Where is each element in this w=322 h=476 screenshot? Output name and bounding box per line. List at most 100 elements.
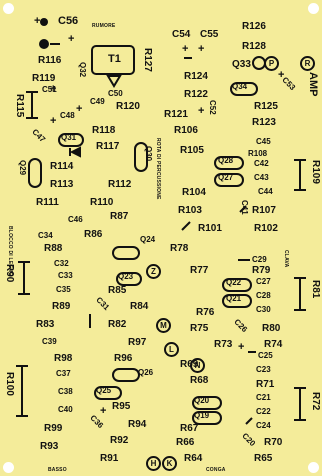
plus-mark: + xyxy=(76,103,83,115)
label-r125: R125 xyxy=(254,101,278,112)
label-c30: C30 xyxy=(256,305,271,314)
label-q23: Q23 xyxy=(118,272,134,281)
mounting-hole xyxy=(3,3,14,14)
label-r87: R87 xyxy=(110,211,129,222)
label-r124: R124 xyxy=(184,71,208,82)
label-c42: C42 xyxy=(254,159,269,168)
transistor-q24 xyxy=(112,246,140,260)
label-r73: R73 xyxy=(214,339,233,350)
plus-mark: + xyxy=(238,341,245,353)
circle-mark-p: P xyxy=(264,56,279,71)
label-c32: C32 xyxy=(54,259,69,268)
plus-mark: + xyxy=(182,43,189,55)
transistor-q20 xyxy=(192,396,222,410)
label-clava: CLAVA xyxy=(283,250,289,268)
plus-mark: + xyxy=(278,69,285,81)
plus-mark: + xyxy=(198,105,205,117)
label-r64: R64 xyxy=(184,453,203,464)
label-c25: C25 xyxy=(258,351,273,360)
plus-mark: + xyxy=(50,83,57,95)
label-c48: C48 xyxy=(60,111,75,120)
mounting-hole xyxy=(3,462,14,473)
label-c37: C37 xyxy=(56,369,71,378)
label-r94: R94 xyxy=(128,419,147,430)
transistor-q23 xyxy=(116,272,142,286)
label-r95: R95 xyxy=(112,401,131,412)
label-r107: R107 xyxy=(252,205,276,216)
label-r115: R115 xyxy=(14,94,25,118)
label-q31: Q31 xyxy=(61,133,77,142)
label-q29: Q29 xyxy=(18,160,27,176)
label-r122: R122 xyxy=(184,89,208,100)
label-q28: Q28 xyxy=(218,156,234,165)
label-c49: C49 xyxy=(90,97,105,106)
label-r71: R71 xyxy=(256,379,275,390)
label-r74: R74 xyxy=(264,339,283,350)
label-r70: R70 xyxy=(264,437,283,448)
label-c56: C56 xyxy=(58,15,79,27)
label-r102: R102 xyxy=(254,223,278,234)
label-r84: R84 xyxy=(130,301,149,312)
mounting-hole xyxy=(308,462,319,473)
label-r90: R90 xyxy=(4,264,15,283)
label-r93: R93 xyxy=(40,441,59,452)
label-c41: C41 xyxy=(240,200,249,215)
label-r88: R88 xyxy=(44,243,63,254)
label-c45: C45 xyxy=(256,137,271,146)
label-rota-di-percussione: ROTA DI PERCUSSIONE xyxy=(155,138,161,200)
transistor-q30 xyxy=(134,142,148,172)
circle-mark-z: Z xyxy=(146,264,161,279)
label-q27: Q27 xyxy=(218,173,234,182)
label-r66: R66 xyxy=(176,437,195,448)
transistor-q27 xyxy=(214,173,244,187)
label-c40: C40 xyxy=(58,405,73,414)
label-r116: R116 xyxy=(38,55,62,66)
circle-mark-m: M xyxy=(156,318,171,333)
transistor-q21 xyxy=(222,294,252,308)
label-amp: AMP xyxy=(307,72,319,97)
plus-mark: + xyxy=(34,15,41,27)
label-r109: R109 xyxy=(310,160,321,184)
label-q24: Q24 xyxy=(140,235,156,244)
label-r128: R128 xyxy=(242,41,266,52)
label-q25: Q25 xyxy=(96,386,112,395)
circle-mark-k: K xyxy=(162,456,177,471)
label-r108: R108 xyxy=(248,149,268,158)
label-c50: C50 xyxy=(108,89,123,98)
label-r75: R75 xyxy=(190,323,209,334)
label-r117: R117 xyxy=(96,141,120,152)
label-r112: R112 xyxy=(108,179,132,190)
transistor-q25 xyxy=(94,386,122,400)
label-c54: C54 xyxy=(172,29,191,40)
label-q20: Q20 xyxy=(194,396,210,405)
label-r77: R77 xyxy=(190,265,209,276)
transistor-q31 xyxy=(58,133,84,147)
label-c51: C51 xyxy=(42,85,57,94)
label-r72: R72 xyxy=(310,392,321,411)
label-c29: C29 xyxy=(252,255,267,264)
label-r69: R69 xyxy=(180,359,199,370)
circle-mark-r: R xyxy=(300,56,315,71)
label-r86: R86 xyxy=(84,229,103,240)
label-q22: Q22 xyxy=(226,278,242,287)
label-r92: R92 xyxy=(110,435,129,446)
label-q34: Q34 xyxy=(232,82,248,91)
label-rumore: RUMORE xyxy=(92,23,116,29)
mounting-hole xyxy=(308,3,319,14)
label-c21: C21 xyxy=(256,393,271,402)
transistor-q26 xyxy=(112,368,140,382)
circle-mark-h: H xyxy=(146,456,161,471)
label-c27: C27 xyxy=(256,277,271,286)
label-r98: R98 xyxy=(54,353,73,364)
label-c43: C43 xyxy=(254,173,269,182)
transistor-q34 xyxy=(230,82,258,96)
label-r110: R110 xyxy=(90,197,114,208)
label-r113: R113 xyxy=(50,179,74,190)
label-c52: C52 xyxy=(208,100,217,115)
label-basso: BASSO xyxy=(48,467,67,473)
transistor-q19 xyxy=(192,411,222,425)
label-c38: C38 xyxy=(58,387,73,396)
label-conga: CONGA xyxy=(206,467,226,473)
label-r118: R118 xyxy=(92,125,116,136)
label-r120: R120 xyxy=(116,101,140,112)
